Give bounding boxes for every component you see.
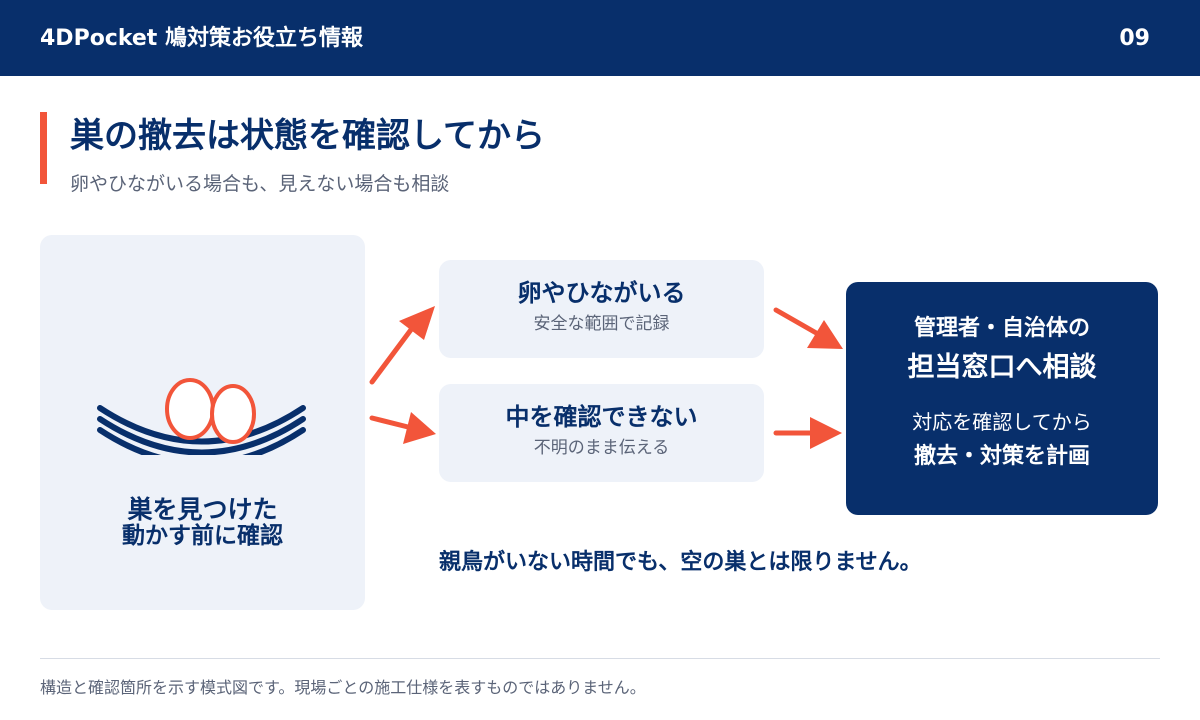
branch-card-unknown: 中を確認できない 不明のまま伝える [439, 384, 764, 482]
start-card-caption: 動かす前に確認 [122, 523, 283, 549]
branch-title: 卵やひながいる [517, 279, 686, 307]
nest-with-eggs-icon [97, 378, 306, 455]
footer-divider [40, 658, 1160, 659]
branch-card-eggs: 卵やひながいる 安全な範囲で記録 [439, 260, 764, 358]
arrow-icon [773, 307, 843, 349]
result-line-3: 対応を確認してから [912, 410, 1092, 434]
warning-note: 親鳥がいない時間でも、空の巣とは限りません。 [439, 550, 922, 575]
result-line-1: 管理者・自治体の [913, 316, 1090, 341]
result-line-2: 担当窓口へ相談 [907, 352, 1097, 383]
header-bar: 4DPocket 鳩対策お役立ち情報 09 [0, 0, 1200, 76]
page-title: 巣の撤去は状態を確認してから [70, 116, 545, 156]
branch-title: 中を確認できない [505, 403, 698, 431]
arrow-icon [369, 306, 435, 385]
brand-title: 4DPocket 鳩対策お役立ち情報 [40, 26, 363, 51]
footer-disclaimer: 構造と確認箇所を示す模式図です。現場ごとの施工仕様を表すものではありません。 [40, 678, 646, 697]
arrow-icon [773, 417, 842, 449]
branch-subtitle: 安全な範囲で記録 [533, 314, 670, 334]
page-number: 09 [1119, 26, 1150, 51]
result-line-4: 撤去・対策を計画 [913, 444, 1090, 469]
arrow-icon [369, 412, 436, 444]
page-subtitle: 卵やひながいる場合も、見えない場合も相談 [70, 173, 450, 195]
title-accent-bar [40, 112, 47, 184]
branch-subtitle: 不明のまま伝える [533, 438, 670, 458]
result-card: 管理者・自治体の 担当窓口へ相談 対応を確認してから 撤去・対策を計画 [846, 282, 1158, 515]
start-card-title: 巣を見つけた [127, 495, 278, 524]
